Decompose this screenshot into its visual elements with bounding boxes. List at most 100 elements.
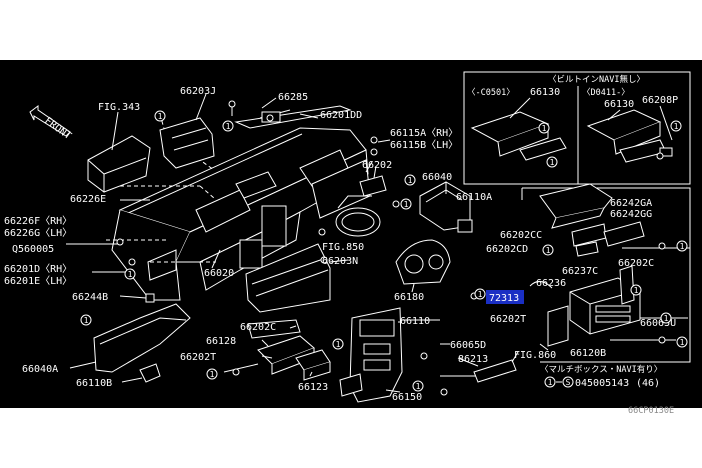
label-66203J: 66203J [180,86,216,97]
label-66236: 66236 [536,278,566,289]
svg-text:1: 1 [546,246,551,255]
inset-right-range: 〈D0411-〉 [582,88,630,98]
part-labels: FIG.343 66203J 66285 66201DD 66115A〈RH〉 … [4,86,676,403]
connector-86213 [440,359,517,383]
diagram-id: 66CP0130E [628,406,674,416]
label-66237C: 66237C [562,266,598,277]
label-66285: 66285 [278,92,308,103]
fasteners [116,100,666,396]
svg-text:1: 1 [542,124,547,133]
svg-text:1: 1 [210,370,215,379]
callout-1: 1 [332,338,344,350]
label-66150: 66150 [392,392,422,403]
callout-1: 1 [538,122,550,134]
label-66115A: 66115A〈RH〉 [390,127,458,139]
callout-1: 1 [206,368,218,380]
dashboard-assembly [106,113,371,313]
callout-circles: 1 1 1 1 1 1 1 1 1 1 1 1 1 1 1 1 1 1 [80,110,688,392]
svg-text:1: 1 [550,158,555,167]
svg-text:1: 1 [478,290,483,299]
callout-1: 1 [542,244,554,256]
inset-right-part-a: 66130 [604,99,634,110]
svg-text:1: 1 [404,200,409,209]
svg-text:1: 1 [416,382,421,391]
svg-text:1: 1 [158,112,163,121]
svg-text:1: 1 [336,340,341,349]
footer-circle-1: 1 [548,378,553,387]
highlighted-part-number[interactable]: 72313 [489,293,519,304]
label-fig343: FIG.343 [98,102,140,113]
label-66201D: 66201D〈RH〉 [4,263,72,275]
label-66065U: 66065U [640,318,676,329]
label-66201E: 66201E〈LH〉 [4,275,72,287]
callout-1: 1 [154,110,166,122]
label-66201DD: 66201DD [320,110,362,121]
label-66202T: 66202T [180,352,216,363]
callout-1: 1 [400,198,412,210]
leader-lines [66,93,519,393]
label-66180: 66180 [394,292,424,303]
label-66202T-right: 66202T [490,314,526,325]
svg-text:1: 1 [84,316,89,325]
svg-text:1: 1 [408,176,413,185]
label-66244B: 66244B [72,292,108,303]
inset-bottom-caption: 〈マルチボックス・NAVI有り〉 [540,364,662,375]
bracket-66202 [359,165,387,197]
svg-text:1: 1 [226,122,231,131]
label-86213: 86213 [458,354,488,365]
label-66110: 66110 [400,316,430,327]
callout-1: 1 [546,156,558,168]
inset-left-part: 66130 [530,87,560,98]
callout-1: 1 [124,268,136,280]
svg-text:1: 1 [680,242,685,251]
highlighted-part[interactable]: 72313 [486,290,524,304]
callout-1: 1 [630,284,642,296]
svg-text:1: 1 [680,338,685,347]
label-66202CD: 66202CD [486,244,528,255]
combination-meter-66180 [395,239,451,285]
label-66115B: 66115B〈LH〉 [390,139,458,151]
bracket-66203J [159,117,215,169]
label-66226F: 66226F〈RH〉 [4,215,72,227]
callout-1: 1 [670,120,682,132]
label-66123: 66123 [298,382,328,393]
label-66120B: 66120B [570,348,606,359]
label-66128: 66128 [206,336,236,347]
inset-right-part-b: 66208P [642,95,678,106]
label-66065D: 66065D [450,340,486,351]
svg-text:1: 1 [674,122,679,131]
svg-text:1: 1 [128,270,133,279]
label-66110A: 66110A [456,192,492,203]
label-66202: 66202 [362,160,392,171]
label-66203N: 66203N [322,256,358,267]
label-66202C-right: 66202C [618,258,654,269]
left-lower-panel [93,293,191,383]
label-q560005: Q560005 [12,244,54,255]
label-66242GA: 66242GA [610,198,652,209]
center-panel-66110 [339,307,440,403]
label-66040: 66040 [422,172,452,183]
label-66202C: 66202C [240,322,276,333]
label-66110B: 66110B [76,378,112,389]
inset-title: 〈ビルトインNAVI無し〉 [548,74,645,85]
label-66242GG: 66242GG [610,209,652,220]
callout-1: 1 [676,336,688,348]
label-fig850: FIG.850 [322,242,364,253]
label-66020: 66020 [204,268,234,279]
callout-1: 1 [404,174,416,186]
callout-1: 1 [660,312,672,324]
inset-left-range: 〈-C0501〉 [467,88,515,98]
small-parts-left [223,319,331,381]
callout-1: 1 [474,288,486,300]
svg-text:1: 1 [634,286,639,295]
label-fig860: FIG.860 [514,350,556,361]
footer-quantity: (46) [636,378,660,389]
label-66040A: 66040A [22,364,58,375]
svg-text:1: 1 [664,314,669,323]
footer-part-number: 045005143 [575,378,629,389]
callout-1: 1 [222,120,234,132]
label-66226E: 66226E [70,194,106,205]
gauge-bezel-fig850 [335,195,381,237]
label-66202CC: 66202CC [500,230,542,241]
